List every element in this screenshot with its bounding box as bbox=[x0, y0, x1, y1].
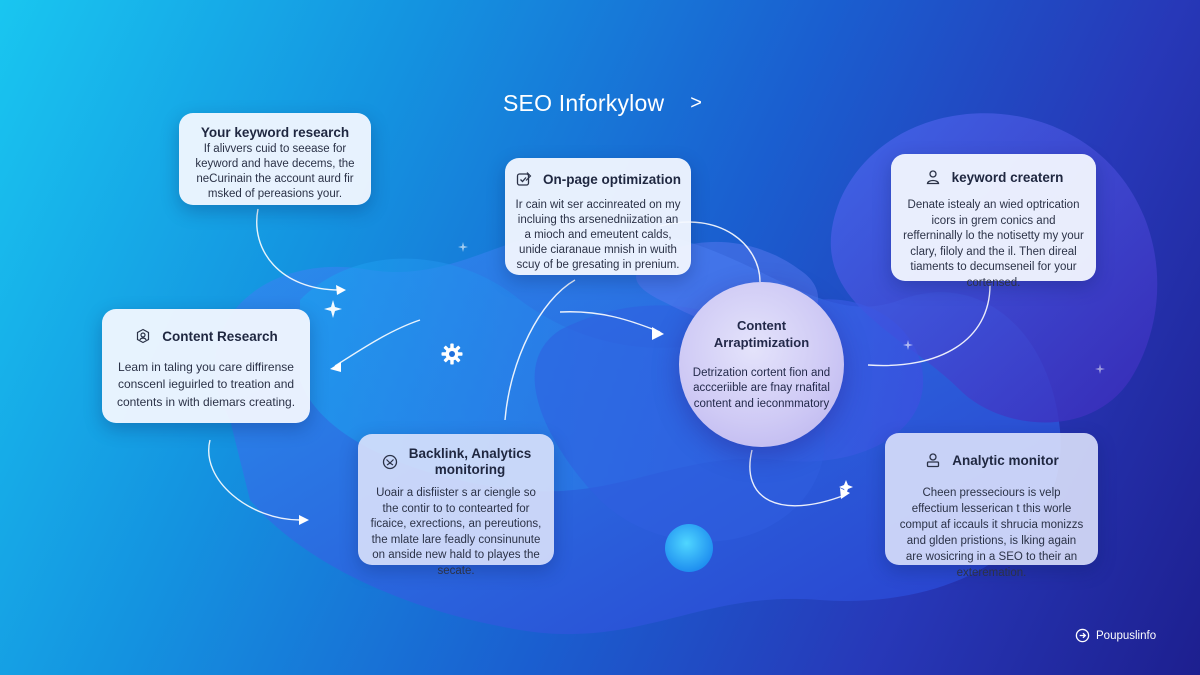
connector-1 bbox=[256, 208, 341, 291]
card-keyword-research: Your keyword research If alivvers cuid t… bbox=[179, 113, 371, 205]
connector-2 bbox=[334, 319, 421, 367]
sparkle-4 bbox=[903, 340, 913, 350]
title-arrow-icon[interactable]: > bbox=[690, 92, 703, 114]
card-backlink-analytics: Backlink, Analytics monitoring Uoair a d… bbox=[358, 434, 554, 577]
card-content-research: Content Research Leam in taling you care… bbox=[102, 309, 310, 423]
user-icon bbox=[924, 168, 942, 186]
title-text: SEO Inforkylow bbox=[503, 90, 665, 116]
connector-8 bbox=[208, 439, 301, 521]
card-keyword-creatern-head: keyword creatern bbox=[903, 168, 1084, 186]
card-title-text: keyword creatern bbox=[951, 169, 1064, 185]
arrow-circle-icon bbox=[1075, 628, 1090, 643]
card-analytic-monitor-body: Cheen presseciours is velp effectium les… bbox=[899, 487, 1084, 580]
center-title-line-2: Arraptimization bbox=[713, 335, 810, 351]
sparkle-1 bbox=[324, 300, 342, 318]
connector-3 bbox=[504, 279, 576, 421]
card-on-page-optimization: On-page optimization Ir cain wit ser acc… bbox=[505, 158, 691, 275]
card-title-text: On-page optimization bbox=[543, 171, 681, 187]
card-backlink-body: Uoair a disfiister s ar ciengle so the c… bbox=[370, 487, 542, 577]
sparkle-2 bbox=[458, 242, 468, 252]
user-icon bbox=[924, 451, 942, 469]
arrowhead-2 bbox=[330, 362, 341, 372]
user-badge-icon bbox=[134, 327, 152, 345]
card-on-page-body: Ir cain wit ser accinreated on my inclui… bbox=[515, 199, 681, 271]
sparkle-5 bbox=[1095, 364, 1105, 374]
card-keyword-creatern: keyword creatern Denate istealy an wied … bbox=[891, 154, 1096, 289]
center-node-body: Detrization cortent fion and accceriible… bbox=[692, 366, 831, 410]
link-circle-icon bbox=[381, 453, 399, 471]
card-analytic-monitor-head: Analytic monitor bbox=[899, 451, 1084, 469]
brand-text: Poupuslinfo bbox=[1096, 629, 1157, 642]
center-title-line-1: Content bbox=[736, 317, 787, 333]
card-keyword-research-title: Your keyword research bbox=[191, 125, 359, 140]
card-content-research-head: Content Research bbox=[116, 327, 296, 345]
card-keyword-creatern-body: Denate istealy an wied optrication icors… bbox=[903, 199, 1084, 289]
arrowhead-4 bbox=[840, 488, 850, 499]
connector-6 bbox=[867, 284, 991, 367]
card-keyword-research-body: If alivvers cuid to seease for keyword a… bbox=[195, 143, 355, 200]
orb-decoration bbox=[665, 524, 713, 572]
sparkle-3 bbox=[839, 480, 853, 494]
center-node-content-optimization: Content Arraptimization Detrization cort… bbox=[679, 282, 844, 447]
card-title-text: Analytic monitor bbox=[952, 452, 1059, 468]
arrowhead-1 bbox=[336, 285, 346, 295]
card-content-research-body: Leam in taling you care diffirense consc… bbox=[116, 360, 296, 409]
card-on-page-head: On-page optimization bbox=[515, 170, 681, 188]
connector-5 bbox=[559, 311, 661, 333]
brand-logo[interactable]: Poupuslinfo bbox=[1075, 628, 1156, 643]
connector-7 bbox=[749, 449, 846, 507]
center-node-title: Content Arraptimization bbox=[714, 317, 809, 352]
card-title-line-1: Backlink, Analytics bbox=[408, 446, 532, 461]
card-backlink-title: Backlink, Analytics monitoring bbox=[409, 446, 532, 478]
card-backlink-head: Backlink, Analytics monitoring bbox=[370, 446, 542, 478]
card-title-text: Content Research bbox=[162, 328, 278, 344]
edit-checklist-icon bbox=[515, 170, 533, 188]
card-analytic-monitor: Analytic monitor Cheen presseciours is v… bbox=[885, 433, 1098, 579]
arrowhead-5 bbox=[299, 515, 309, 525]
card-title-line-2: monitoring bbox=[434, 462, 506, 478]
gear-icon bbox=[440, 342, 464, 366]
arrowhead-3 bbox=[652, 327, 664, 340]
card-title-text: Your keyword research bbox=[200, 125, 350, 140]
diagram-title: SEO Inforkylow > bbox=[503, 90, 702, 117]
